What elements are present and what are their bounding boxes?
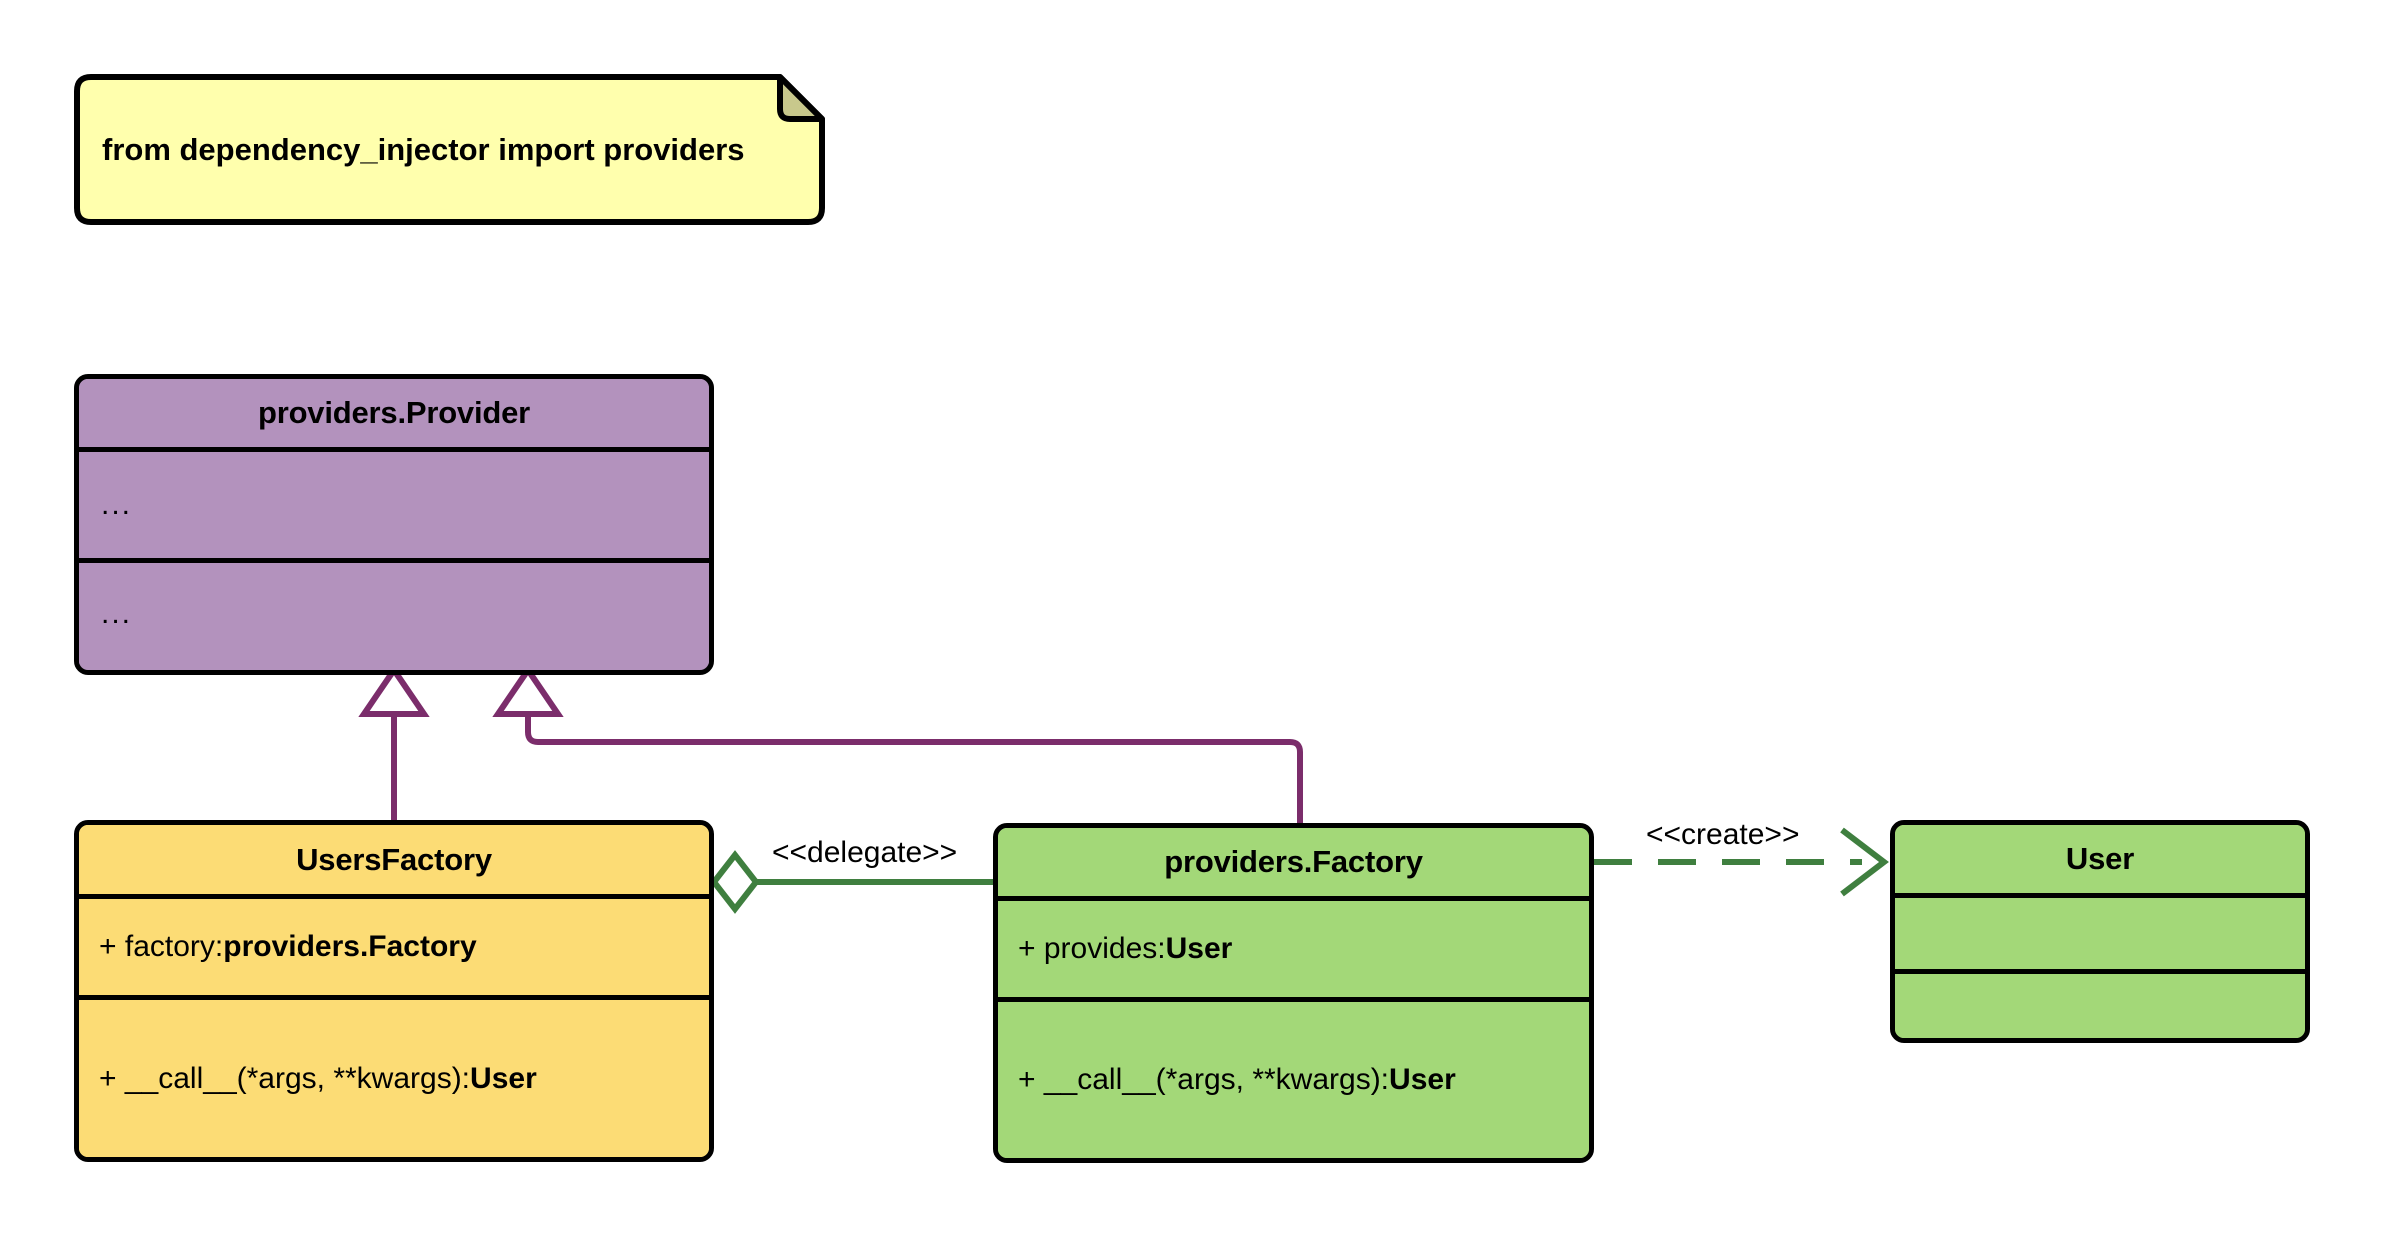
method-type: User [470,1061,537,1095]
class-attributes-user [1895,893,2305,969]
class-title-user: User [1895,825,2305,893]
class-box-providers-provider[interactable]: providers.Provider ... ... [74,374,714,675]
method-label: __call__(*args, **kwargs): [124,1061,471,1095]
generalization-providersfactory [492,664,1303,823]
class-box-users-factory[interactable]: UsersFactory + factory: providers.Factor… [74,820,714,1162]
class-box-providers-factory[interactable]: providers.Factory + provides: User + __c… [993,823,1594,1163]
attribute-type: User [1165,932,1233,965]
class-title-providers-provider: providers.Provider [79,379,709,447]
visibility-marker: + [99,1061,117,1095]
visibility-marker: + [1018,932,1036,965]
class-method-users-factory-call: + __call__(*args, **kwargs): User [79,995,709,1157]
class-attribute-users-factory-factory: + factory: providers.Factory [79,894,709,995]
visibility-marker: + [99,930,117,963]
note-box: from dependency_injector import provider… [74,74,825,225]
class-attribute-providers-factory-provides: + provides: User [998,896,1589,997]
attribute-type: providers.Factory [223,930,477,963]
note-text: from dependency_injector import provider… [102,131,745,167]
relationship-label-create: <<create>> [1646,818,1800,851]
class-title-providers-factory: providers.Factory [998,828,1589,896]
note-shape [74,74,825,225]
class-title-users-factory: UsersFactory [79,825,709,894]
class-box-user[interactable]: User [1890,820,2310,1043]
class-method-providers-factory-call: + __call__(*args, **kwargs): User [998,997,1589,1158]
class-methods-user [1895,969,2305,1038]
class-attributes-providers-provider: ... [79,447,709,558]
class-methods-providers-provider: ... [79,558,709,664]
method-type: User [1389,1063,1456,1096]
attribute-label: factory: [124,930,224,963]
relationship-label-delegate: <<delegate>> [772,836,958,869]
generalization-usersfactory [358,664,430,820]
method-label: __call__(*args, **kwargs): [1043,1063,1390,1096]
attribute-label: provides: [1043,932,1166,965]
visibility-marker: + [1018,1063,1036,1096]
